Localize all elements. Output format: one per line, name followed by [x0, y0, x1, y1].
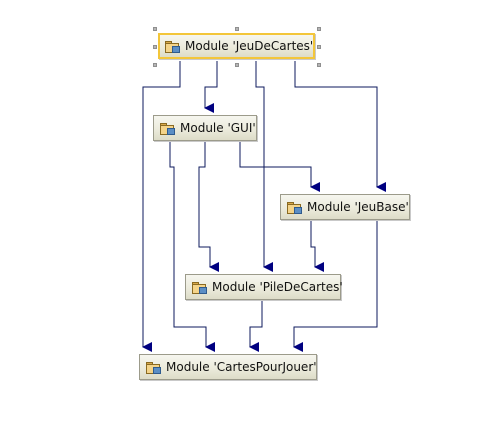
selection-handle[interactable] [317, 27, 321, 31]
module-node-piledecartes[interactable]: Module 'PileDeCartes' [185, 274, 343, 300]
selection-handle[interactable] [153, 45, 157, 49]
selection-handle[interactable] [317, 63, 321, 67]
module-folder-icon [165, 40, 181, 53]
module-node-cartespourjouer[interactable]: Module 'CartesPourJouer' [139, 354, 317, 380]
edge-gui-to-base[interactable] [239, 141, 320, 192]
edge-base-to-pile[interactable] [310, 220, 324, 272]
module-node-jeudecartes[interactable]: Module 'JeuDeCartes' [158, 33, 315, 59]
module-folder-icon [287, 201, 303, 214]
edges-layer [142, 61, 386, 352]
module-node-label: Module 'JeuBase' [307, 200, 409, 214]
edge-gui-to-cartes[interactable] [169, 141, 215, 352]
edge-jeu-to-pile[interactable] [255, 61, 273, 272]
selection-handle[interactable] [153, 27, 157, 31]
module-node-label: Module 'PileDeCartes' [212, 280, 343, 294]
module-folder-icon [160, 122, 176, 135]
edge-base-to-cartes[interactable] [293, 220, 378, 352]
selection-handle[interactable] [235, 63, 239, 67]
edge-jeu-to-base[interactable] [294, 61, 386, 192]
module-folder-icon [146, 361, 162, 374]
selection-handle[interactable] [153, 63, 157, 67]
module-node-gui[interactable]: Module 'GUI' [153, 115, 257, 141]
edge-jeu-to-gui[interactable] [204, 61, 218, 113]
edge-gui-to-pile[interactable] [198, 141, 219, 272]
module-node-label: Module 'JeuDeCartes' [185, 39, 314, 53]
edge-jeu-to-cartes[interactable] [142, 61, 181, 352]
edge-pile-to-cartes[interactable] [249, 300, 263, 352]
module-folder-icon [192, 281, 208, 294]
module-node-jeubase[interactable]: Module 'JeuBase' [280, 194, 410, 220]
module-node-label: Module 'GUI' [180, 121, 256, 135]
selection-handle[interactable] [235, 27, 239, 31]
selection-handle[interactable] [317, 45, 321, 49]
module-node-label: Module 'CartesPourJouer' [166, 360, 317, 374]
